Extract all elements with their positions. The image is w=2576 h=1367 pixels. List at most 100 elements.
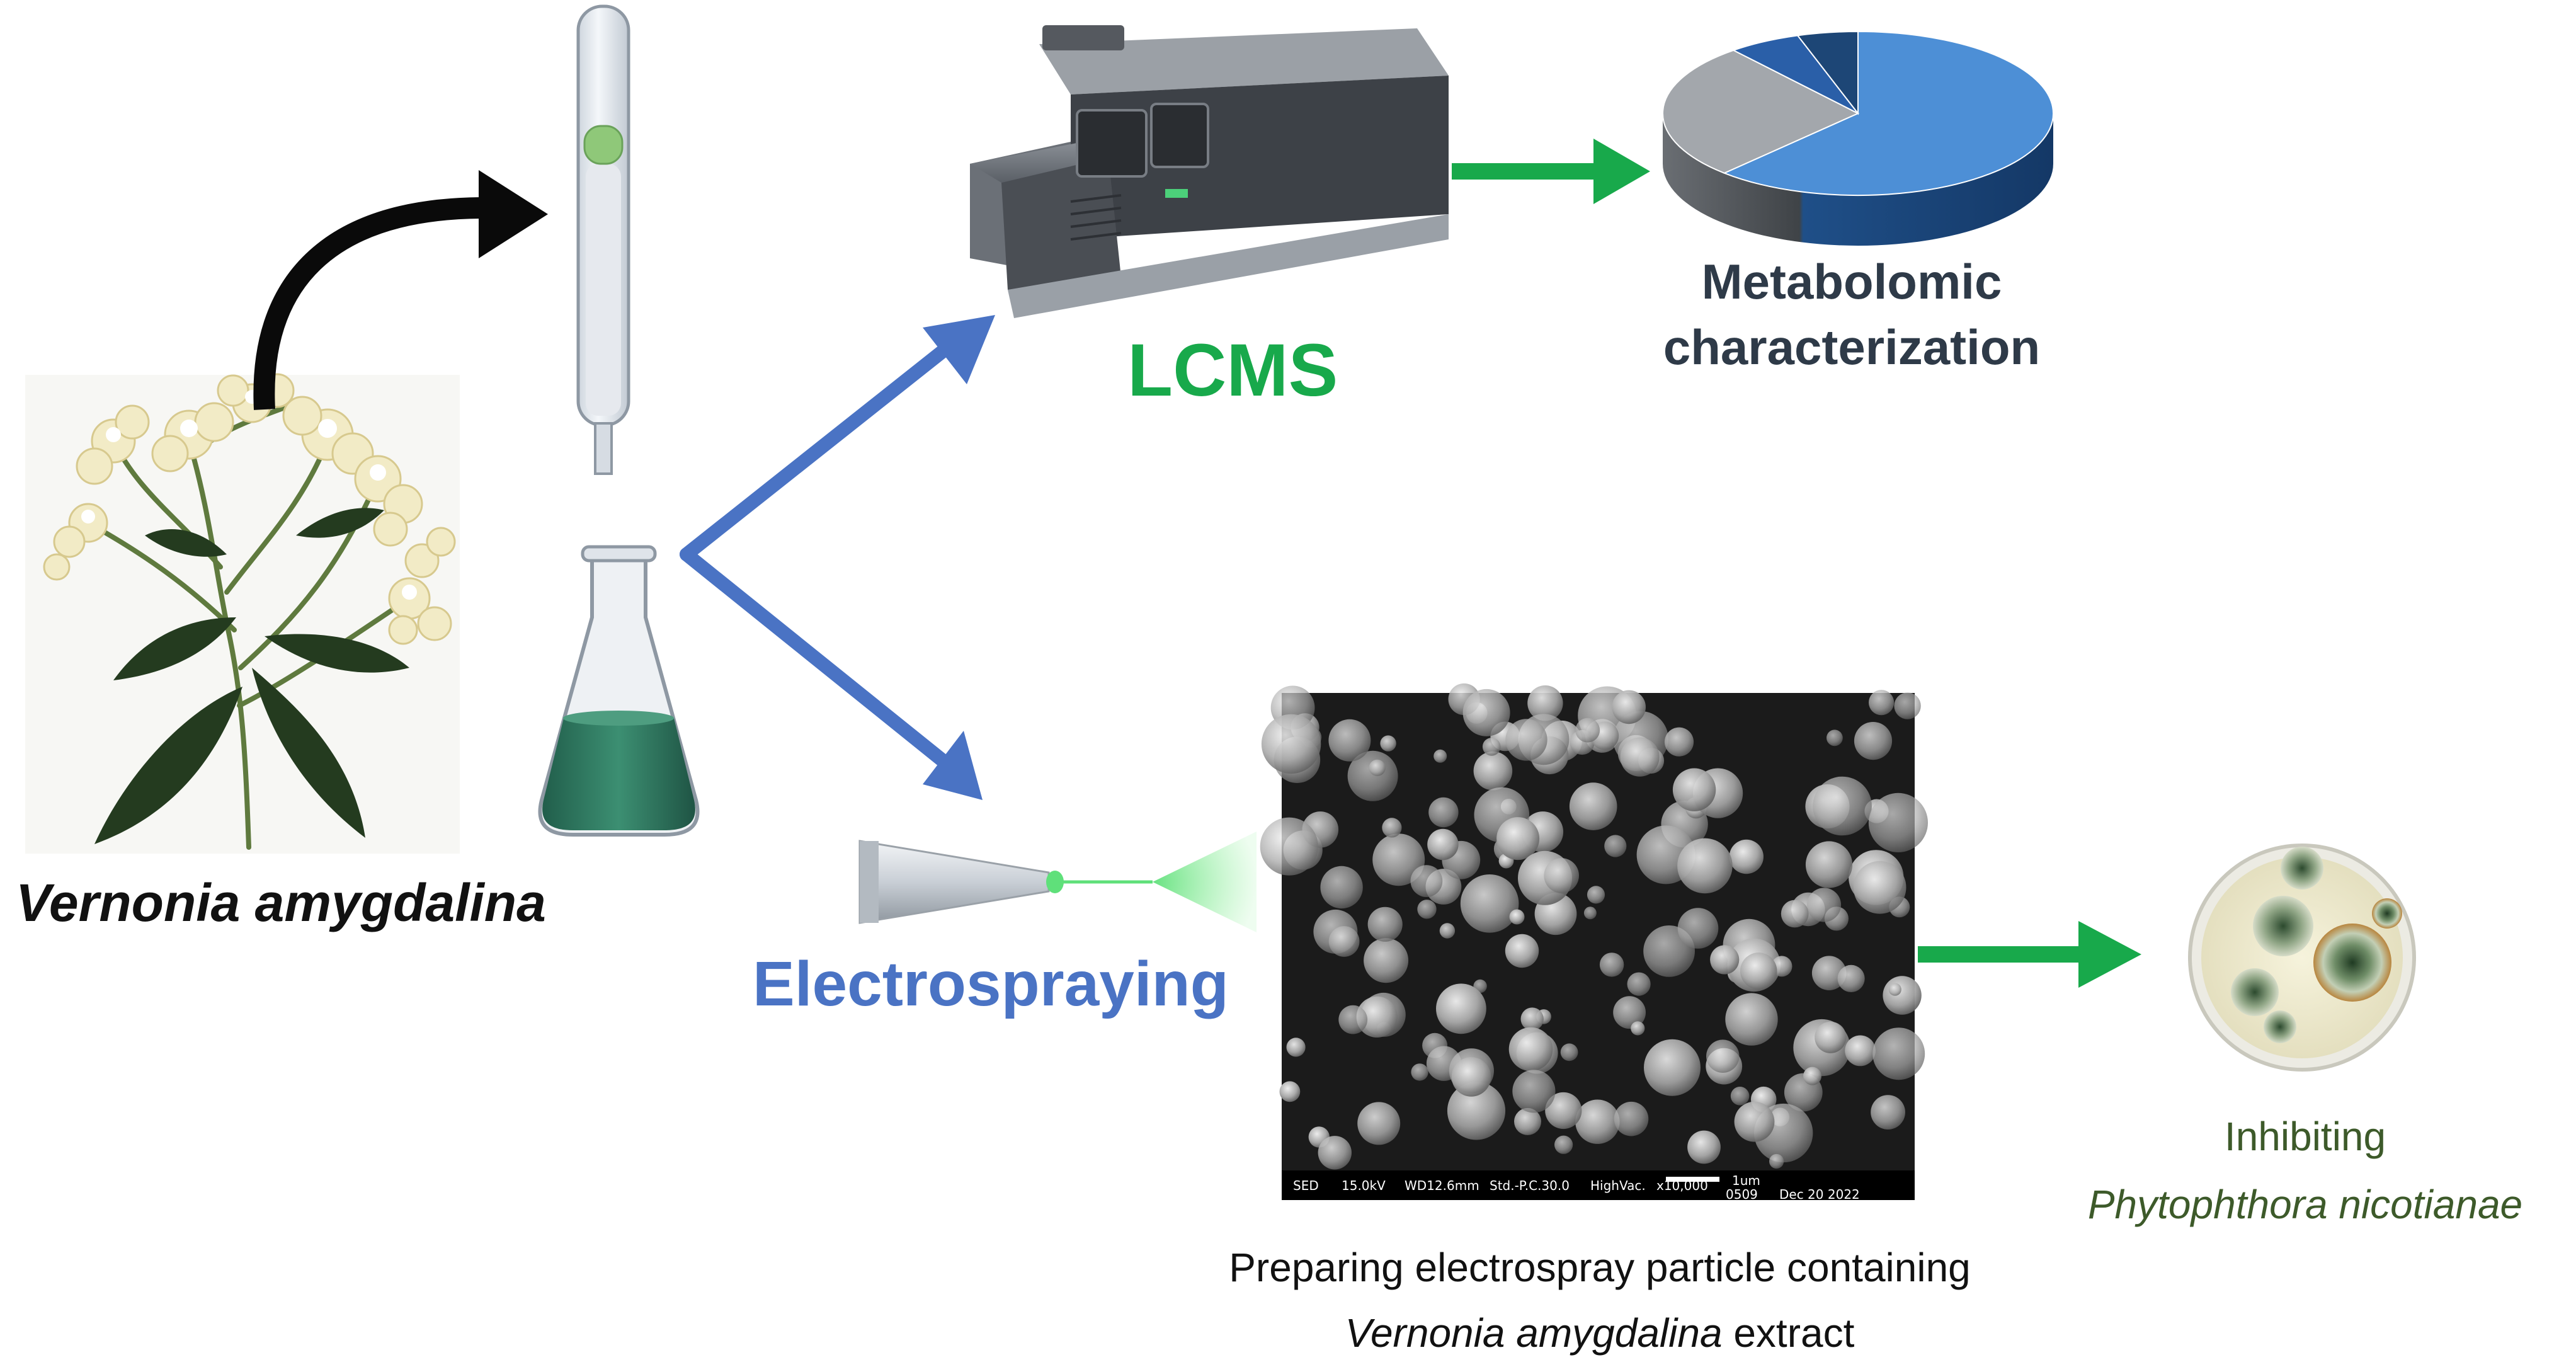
sem-probe-current: Std.-P.C.30.0 bbox=[1490, 1178, 1570, 1193]
metabolomic-line2: characterization bbox=[1663, 319, 2041, 375]
sem-particle bbox=[1613, 996, 1646, 1029]
electrospraying-label: Electrospraying bbox=[753, 949, 1229, 1019]
sem-particle bbox=[1845, 1035, 1876, 1067]
sem-particle bbox=[1320, 866, 1363, 909]
sem-particle bbox=[1460, 874, 1519, 933]
sem-micrograph bbox=[1260, 683, 1928, 1200]
sem-particle bbox=[1677, 838, 1733, 894]
sem-particle bbox=[1382, 818, 1402, 838]
particle-species-name: Vernonia amygdalina bbox=[1345, 1310, 1723, 1356]
vernonia-plant-illustration bbox=[25, 373, 460, 854]
pie-slice bbox=[1796, 30, 1859, 115]
sem-particle bbox=[1664, 727, 1694, 757]
sem-particle bbox=[1410, 865, 1443, 897]
sem-particle bbox=[1364, 938, 1409, 983]
sem-particle bbox=[1286, 1038, 1306, 1057]
sem-particle bbox=[1614, 1101, 1649, 1136]
sem-particle bbox=[1827, 729, 1843, 746]
sem-particle bbox=[1871, 1095, 1906, 1130]
sem-particle bbox=[1328, 719, 1371, 762]
sem-particle bbox=[1473, 751, 1513, 791]
sem-particle bbox=[1380, 735, 1396, 752]
sem-particle bbox=[1411, 1063, 1428, 1081]
electrospray-needle bbox=[858, 832, 1257, 932]
sem-particle bbox=[1587, 886, 1605, 904]
sem-particle bbox=[1372, 833, 1425, 886]
sem-particle bbox=[1496, 817, 1540, 861]
sem-particle bbox=[1604, 835, 1627, 857]
particles-to-inhibition-arrow bbox=[1918, 921, 2141, 988]
sem-particle bbox=[1447, 1082, 1506, 1140]
sem-particle bbox=[1706, 1039, 1740, 1073]
sem-particle bbox=[1575, 1099, 1620, 1144]
sem-particle bbox=[1462, 689, 1510, 736]
sem-particle bbox=[1451, 1057, 1491, 1097]
sem-particle bbox=[1367, 907, 1403, 942]
sem-particle bbox=[1872, 1027, 1925, 1080]
sem-particle bbox=[1356, 996, 1398, 1038]
sem-particle bbox=[1508, 1027, 1553, 1072]
sem-particle bbox=[1894, 692, 1921, 719]
sem-code: 0509 bbox=[1726, 1187, 1758, 1202]
sem-voltage: 15.0kV bbox=[1342, 1178, 1386, 1193]
sem-particle bbox=[1545, 1092, 1582, 1130]
chromatography-column bbox=[576, 4, 630, 475]
sem-particle bbox=[1853, 861, 1906, 914]
inhibition-caption: Inhibiting Phytophthora nicotianae bbox=[2053, 1102, 2557, 1238]
particle-prep-line2: Vernonia amygdalina extract bbox=[1171, 1300, 2028, 1366]
sem-magnification: x10,000 bbox=[1656, 1178, 1708, 1193]
sem-particle bbox=[1710, 945, 1740, 975]
metabolomic-line1: Metabolomic bbox=[1701, 254, 2002, 309]
sem-particle bbox=[1734, 1101, 1775, 1142]
sem-particle bbox=[1811, 956, 1847, 990]
particle-prep-caption: Preparing electrospray particle containi… bbox=[1171, 1235, 2028, 1366]
sem-particle bbox=[1560, 1043, 1578, 1061]
sem-particle bbox=[1806, 888, 1842, 922]
extraction-arrow bbox=[253, 170, 548, 410]
sem-detector: SED bbox=[1293, 1178, 1319, 1193]
lcms-instrument bbox=[970, 25, 1449, 318]
sem-particle bbox=[1427, 828, 1459, 861]
sem-particle bbox=[1781, 900, 1809, 928]
pathogen-name: Phytophthora nicotianae bbox=[2087, 1182, 2523, 1227]
plant-species-label: Vernonia amygdalina bbox=[16, 873, 546, 932]
sem-particle bbox=[1318, 1136, 1352, 1170]
sem-particle bbox=[1888, 983, 1901, 996]
sem-particle bbox=[1328, 926, 1360, 957]
sem-particle bbox=[1769, 1153, 1784, 1169]
sem-particle bbox=[1338, 1005, 1368, 1034]
sem-particle bbox=[1260, 817, 1318, 876]
sem-particle bbox=[1672, 768, 1716, 811]
sem-particle bbox=[1644, 1039, 1701, 1096]
sem-particle bbox=[1417, 900, 1437, 919]
sem-particle bbox=[1803, 1067, 1821, 1085]
inhibition-line1: Inhibiting bbox=[2224, 1114, 2386, 1159]
sem-particle bbox=[1837, 964, 1865, 992]
metabolomic-label: Metabolomic characterization bbox=[1625, 249, 2078, 380]
sem-particle bbox=[1505, 934, 1539, 968]
sem-particle bbox=[1514, 1107, 1541, 1135]
sem-particle bbox=[1868, 792, 1928, 852]
sem-particle bbox=[1520, 1007, 1544, 1031]
sem-particle bbox=[1575, 718, 1600, 743]
sem-scale-label: 1um bbox=[1732, 1173, 1760, 1188]
lcms-label: LCMS bbox=[1127, 329, 1338, 412]
sem-particle bbox=[1631, 1021, 1645, 1036]
pie-slice bbox=[1723, 30, 2054, 196]
sem-particle bbox=[1527, 685, 1563, 721]
sem-particle bbox=[1505, 719, 1547, 761]
particle-prep-line1: Preparing electrospray particle containi… bbox=[1229, 1245, 1971, 1290]
sem-particle bbox=[1512, 1070, 1556, 1113]
sem-particle bbox=[1482, 738, 1501, 756]
sem-particle bbox=[1627, 972, 1651, 996]
sem-particle bbox=[1569, 782, 1617, 830]
sem-particle bbox=[1869, 690, 1895, 716]
sem-particle bbox=[1279, 1081, 1301, 1102]
sem-particle bbox=[1815, 1021, 1847, 1053]
sem-particle bbox=[1813, 776, 1872, 836]
sem-particle bbox=[1439, 923, 1456, 939]
erlenmeyer-flask bbox=[538, 545, 700, 837]
sem-particle bbox=[1805, 841, 1853, 888]
sem-particle bbox=[1433, 749, 1447, 763]
